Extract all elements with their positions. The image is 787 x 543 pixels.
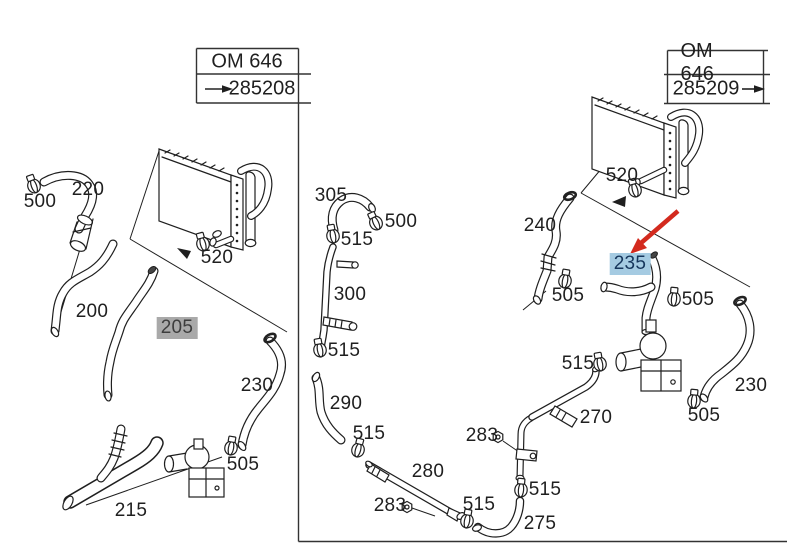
part-label-515: 515 <box>528 479 562 500</box>
part-label-300: 300 <box>333 284 367 305</box>
part-label-505: 505 <box>226 454 260 475</box>
heater-core-left <box>158 148 268 251</box>
left-box-group-number[interactable]: 285208 <box>228 77 296 100</box>
part-label-515: 515 <box>561 353 595 374</box>
part-label-275: 275 <box>523 513 557 534</box>
part-label-283: 283 <box>373 495 407 516</box>
part-label-200: 200 <box>75 301 109 322</box>
part-label-283: 283 <box>465 425 499 446</box>
pipe-280 <box>365 460 466 522</box>
hose-230-right <box>699 294 750 403</box>
part-label-520: 520 <box>605 165 639 186</box>
hose-240 <box>532 189 579 305</box>
hose-275 <box>471 501 520 533</box>
part-label-280: 280 <box>411 461 445 482</box>
part-label-515: 515 <box>352 423 386 444</box>
part-label-305: 305 <box>314 185 348 206</box>
part-label-220: 220 <box>71 179 105 200</box>
part-label-515: 515 <box>462 494 496 515</box>
pipe-300 <box>316 247 359 351</box>
part-label-505: 505 <box>687 405 721 426</box>
part-label-505: 505 <box>681 289 715 310</box>
part-label-515: 515 <box>327 340 361 361</box>
part-label-215: 215 <box>114 500 148 521</box>
part-label-240: 240 <box>523 215 557 236</box>
part-label-290: 290 <box>329 393 363 414</box>
hose-230-left <box>237 330 282 452</box>
hose-215 <box>62 429 157 511</box>
hose-200 <box>50 244 113 338</box>
part-label-515: 515 <box>340 229 374 250</box>
part-label-500: 500 <box>23 191 57 212</box>
frame-lines <box>195 47 787 543</box>
part-label-270: 270 <box>579 407 613 428</box>
part-label-500: 500 <box>384 211 418 232</box>
hose-220 <box>44 175 94 252</box>
part-label-235-highlighted[interactable]: 235 <box>609 253 651 275</box>
part-label-520: 520 <box>200 247 234 268</box>
part-label-230: 230 <box>240 375 274 396</box>
part-label-505: 505 <box>551 285 585 306</box>
red-pointer-arrow <box>630 209 680 254</box>
pump-left <box>163 438 225 498</box>
pump-right <box>615 319 682 392</box>
part-label-230: 230 <box>734 375 768 396</box>
right-box-group-number[interactable]: 285209 <box>672 77 740 100</box>
right-box-engine-code: OM 646 <box>680 40 714 85</box>
part-label-205-highlighted[interactable]: 205 <box>156 317 198 339</box>
hose-205 <box>104 265 157 402</box>
hose-290 <box>311 371 341 440</box>
left-box-engine-code: OM 646 <box>211 50 283 73</box>
